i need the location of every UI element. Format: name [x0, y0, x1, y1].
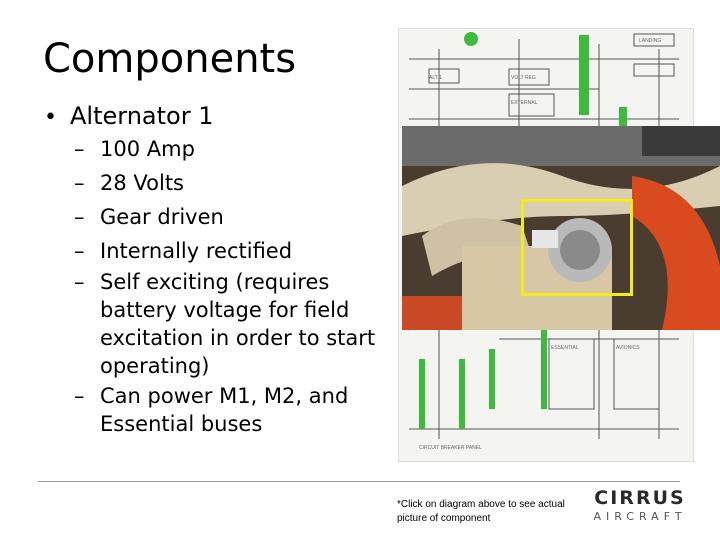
sub-item: – Gear driven — [74, 205, 224, 229]
slide-title: Components — [43, 36, 297, 82]
logo-sub: AIRCRAFT — [593, 510, 687, 523]
schematic-drawing: ALT 1 VOLT REG EXTERNAL LANDING ESSENTIA… — [409, 32, 679, 451]
sub-list: – 100 Amp – 28 Volts – Gear driven – Int… — [44, 138, 394, 438]
sub-item: – Self exciting (requires battery voltag… — [74, 270, 376, 378]
bullet-list: • Alternator 1 – 100 Amp – 28 Volts – Ge… — [44, 102, 394, 446]
svg-text:VOLT REG: VOLT REG — [511, 75, 536, 81]
footer-divider — [38, 481, 680, 482]
svg-text:ESSENTIAL: ESSENTIAL — [551, 345, 579, 351]
bullet-marker: • — [44, 105, 57, 130]
cirrus-logo: CIRRUS AIRCRAFT — [590, 487, 690, 527]
bullet-text: Alternator 1 — [70, 102, 214, 130]
svg-text:CIRCUIT BREAKER PANEL: CIRCUIT BREAKER PANEL — [419, 445, 482, 451]
svg-text:LANDING: LANDING — [639, 38, 661, 44]
logo-brand: CIRRUS — [594, 487, 686, 509]
sub-item: – Internally rectified — [74, 239, 293, 263]
footnote: *Click on diagram above to see actual pi… — [397, 499, 565, 524]
alternator-highlight-box — [521, 199, 633, 296]
bullet-alternator: • Alternator 1 — [44, 102, 394, 130]
sub-item: – Can power M1, M2, and Essential buses — [74, 384, 349, 436]
sub-item: – 100 Amp — [74, 137, 195, 161]
svg-text:EXTERNAL: EXTERNAL — [511, 100, 538, 106]
svg-text:AVIONICS: AVIONICS — [616, 345, 640, 351]
svg-text:ALT 1: ALT 1 — [429, 75, 442, 81]
sub-item: – 28 Volts — [74, 171, 184, 195]
